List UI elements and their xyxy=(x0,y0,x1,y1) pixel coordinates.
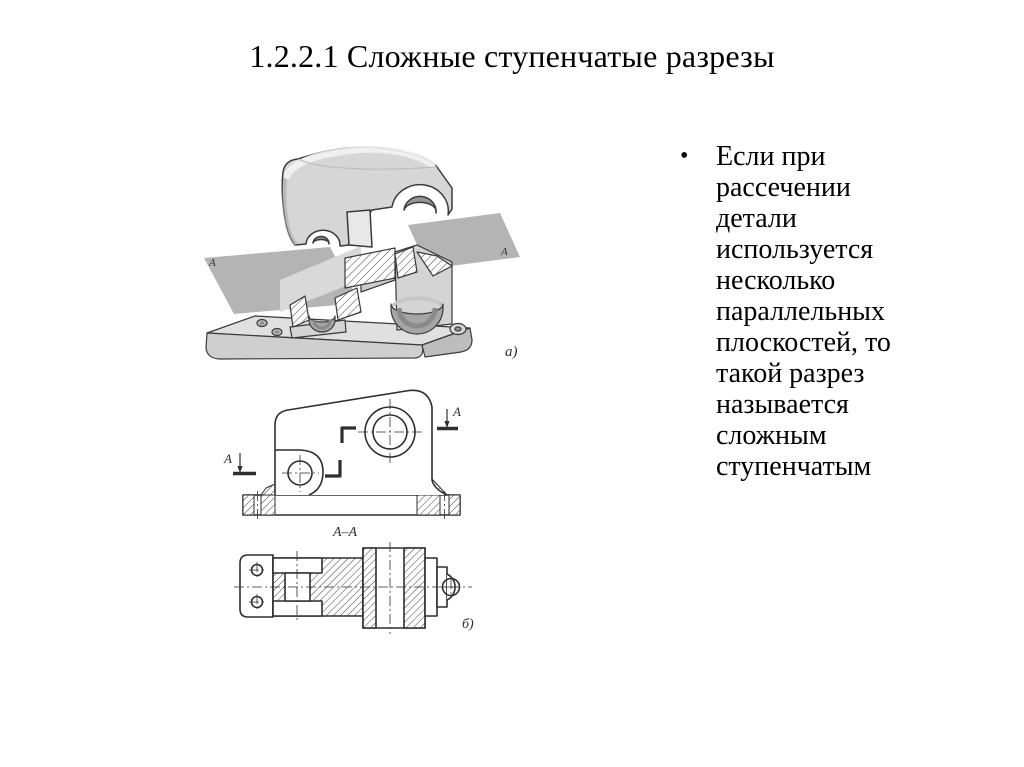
cut-face-hatch xyxy=(416,251,453,277)
step-face xyxy=(346,209,373,248)
rear-material xyxy=(280,246,361,312)
slot-bottom-bar xyxy=(272,600,323,617)
arrowhead xyxy=(237,466,243,473)
centerlines xyxy=(234,542,472,634)
upper-arch-inner xyxy=(403,195,437,214)
upper-part-body xyxy=(281,146,453,247)
large-bore-shadow xyxy=(396,307,438,329)
base-tab-hole xyxy=(454,326,462,332)
plane-letter-right: A xyxy=(500,246,508,258)
base-hole-inner xyxy=(274,330,280,334)
base-hole-inner xyxy=(259,321,265,325)
rib-hatch xyxy=(260,483,276,496)
section-arrow-right xyxy=(437,409,458,431)
slot-top-bar xyxy=(272,557,323,574)
base-hatch xyxy=(260,494,276,516)
bullet-text: Если при рассечении детали используется … xyxy=(716,141,891,482)
top-edge-line xyxy=(297,158,438,170)
upper-small-arch-inner xyxy=(312,235,330,245)
arrow-letter-right: A xyxy=(452,404,461,419)
arrow-letter-left: A xyxy=(223,451,232,466)
section-title: А–А xyxy=(332,525,358,540)
front-lobe xyxy=(275,449,324,496)
bullet-list: • Если при рассечении детали используетс… xyxy=(675,141,927,482)
top-highlight xyxy=(283,145,436,180)
section-view xyxy=(234,542,472,634)
left-shade xyxy=(282,178,297,245)
bullet-marker: • xyxy=(680,143,689,169)
lower-part xyxy=(205,244,473,360)
small-bore-shadow xyxy=(312,319,332,330)
section-arrow-left xyxy=(233,453,256,476)
arrowhead xyxy=(444,421,450,428)
section-left-plate xyxy=(239,554,274,618)
cut-face-hatch xyxy=(344,247,396,289)
section-caption: б) xyxy=(462,617,474,632)
large-bore xyxy=(390,303,444,335)
centerlines xyxy=(257,399,445,519)
base-hatch xyxy=(242,494,255,516)
bore-back-edge xyxy=(391,296,444,310)
base-right-face xyxy=(421,327,473,358)
front-body xyxy=(274,389,448,496)
upper-part xyxy=(281,145,453,248)
cylinder-wall-hatch xyxy=(403,547,426,629)
orthographic-views: A A А–А xyxy=(223,389,474,634)
front-view: A A xyxy=(223,389,461,519)
slide-title: 1.2.2.1 Сложные ступенчатые разрезы xyxy=(249,38,775,74)
base-hatch xyxy=(416,494,441,516)
bullet-item: • Если при рассечении детали используетс… xyxy=(675,141,927,482)
pictorial-caption: а) xyxy=(505,344,518,360)
cut-face-hatch xyxy=(394,246,418,279)
base-hatch xyxy=(448,494,461,516)
cylinder-wall-hatch xyxy=(362,547,377,629)
pictorial-view: A A а) xyxy=(204,145,520,360)
cut-face-hatch xyxy=(334,287,362,321)
plane-letter-left: A xyxy=(208,257,216,269)
cutting-plane-step-marks xyxy=(325,426,356,478)
